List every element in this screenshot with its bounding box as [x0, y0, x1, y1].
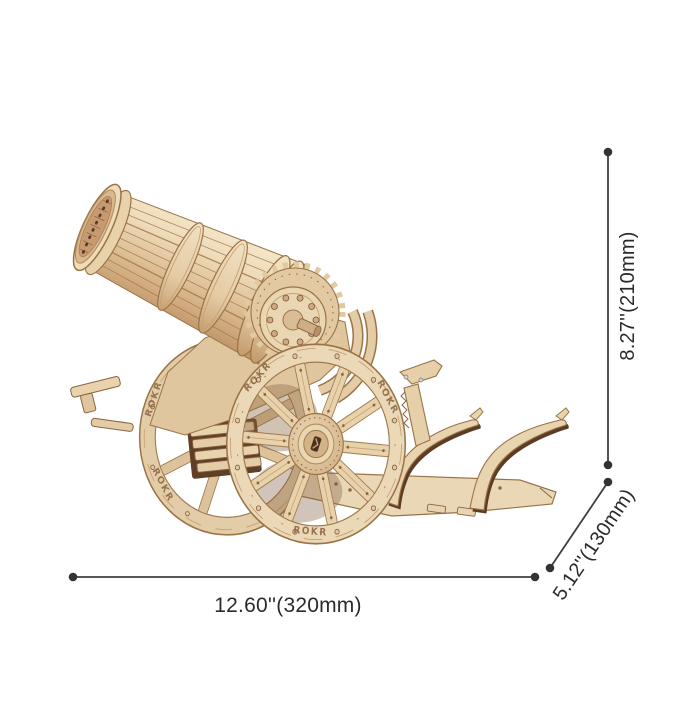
trail-handle-rear: [469, 407, 570, 514]
product-illustration: ROKR ROKR: [70, 183, 570, 545]
barrel-collar: [198, 239, 248, 334]
ratchet-mechanism: [398, 359, 443, 447]
dimension-endpoint-dot: [530, 572, 540, 582]
height-dimension-label: 8.27''(210mm): [617, 231, 639, 360]
height-dimension: 8.27''(210mm): [603, 147, 639, 470]
axle-stub: [296, 318, 322, 337]
dimension-endpoint-dot: [545, 563, 555, 573]
dimension-endpoint-dot: [603, 477, 613, 487]
depth-dimension-line: [549, 481, 609, 569]
width-dimension-label: 12.60''(320mm): [214, 594, 361, 617]
dimension-endpoint-dot: [68, 572, 78, 582]
far-side-lever: [70, 376, 134, 432]
width-dimension: 12.60''(320mm): [68, 572, 540, 617]
muzzle-holes: [81, 199, 109, 254]
barrel-collar: [157, 222, 204, 311]
breech-flange: [259, 286, 327, 354]
depth-dimension: 5.12''(130mm): [545, 477, 639, 604]
front-wheel: ROKR ROKR ROKR: [225, 343, 407, 545]
rim-bolts: [234, 353, 398, 535]
muzzle: [72, 183, 132, 276]
dimension-endpoint-dot: [603, 460, 613, 470]
wheel-hub: [288, 412, 344, 476]
dimension-endpoint-dot: [603, 147, 613, 157]
wheel-brand-engraving: ROKR: [293, 525, 328, 539]
flange-bolt-holes: [266, 294, 320, 346]
